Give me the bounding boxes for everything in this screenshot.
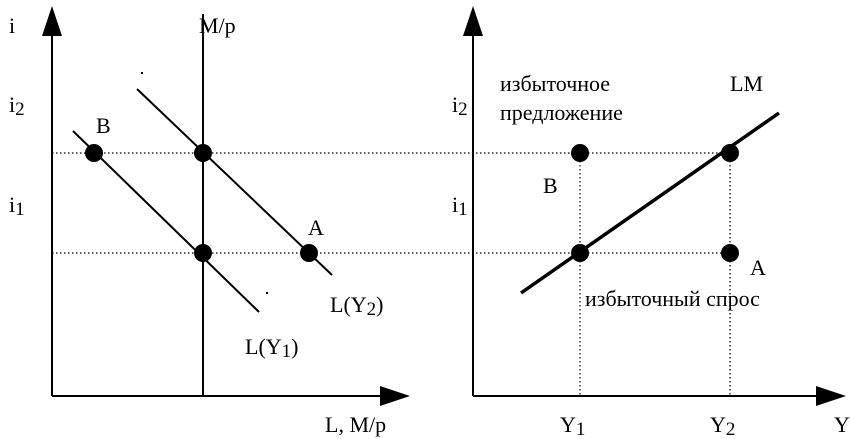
right-x-axis-label: Y xyxy=(834,412,850,437)
left-tick-i1: i1 xyxy=(9,192,25,220)
right-x-axis-arrowhead xyxy=(816,386,846,406)
excess-supply-label: избыточное xyxy=(500,71,610,96)
money-demand-curve-y2 xyxy=(136,88,333,276)
left-tick-i2: i2 xyxy=(9,92,25,120)
curve-ly1-label: L(Y1) xyxy=(245,334,298,362)
left-x-axis-arrowhead xyxy=(380,386,410,406)
point-a-right xyxy=(721,244,739,262)
lm-panel: i2 i1 избыточное предложение LM B A избы… xyxy=(400,6,850,439)
point-supply-i2 xyxy=(194,144,212,162)
point-a-right-label: A xyxy=(750,255,766,280)
excess-supply-label-line2: предложение xyxy=(500,100,623,125)
point-a-left xyxy=(300,244,318,262)
point-lm-y1 xyxy=(571,244,589,262)
right-tick-y2: Y2 xyxy=(710,412,735,439)
point-b-left xyxy=(85,144,103,162)
money-market-panel: i M/p i2 i1 B A L(Y2) L(Y1) L, M/p xyxy=(9,6,410,437)
excess-demand-label: избыточный спрос xyxy=(585,286,760,311)
point-lm-y2 xyxy=(721,144,739,162)
lm-curve xyxy=(519,111,781,295)
curve-ly2-label: L(Y2) xyxy=(330,292,383,320)
right-tick-i1: i1 xyxy=(452,192,468,220)
point-a-left-label: A xyxy=(308,215,324,240)
money-supply-label: M/p xyxy=(199,13,236,38)
point-b-right-label: B xyxy=(543,173,558,198)
left-y-axis-label: i xyxy=(9,13,15,38)
left-y-axis-arrowhead xyxy=(42,6,62,36)
point-supply-i1 xyxy=(194,244,212,262)
point-b-right xyxy=(571,144,589,162)
left-x-axis-label: L, M/p xyxy=(325,412,386,437)
right-tick-y1: Y1 xyxy=(560,412,585,439)
point-b-left-label: B xyxy=(96,113,111,138)
money-demand-curve-y1 xyxy=(72,130,260,313)
right-y-axis-arrowhead xyxy=(463,6,483,36)
right-tick-i2: i2 xyxy=(452,92,468,120)
lm-curve-label: LM xyxy=(730,71,763,96)
